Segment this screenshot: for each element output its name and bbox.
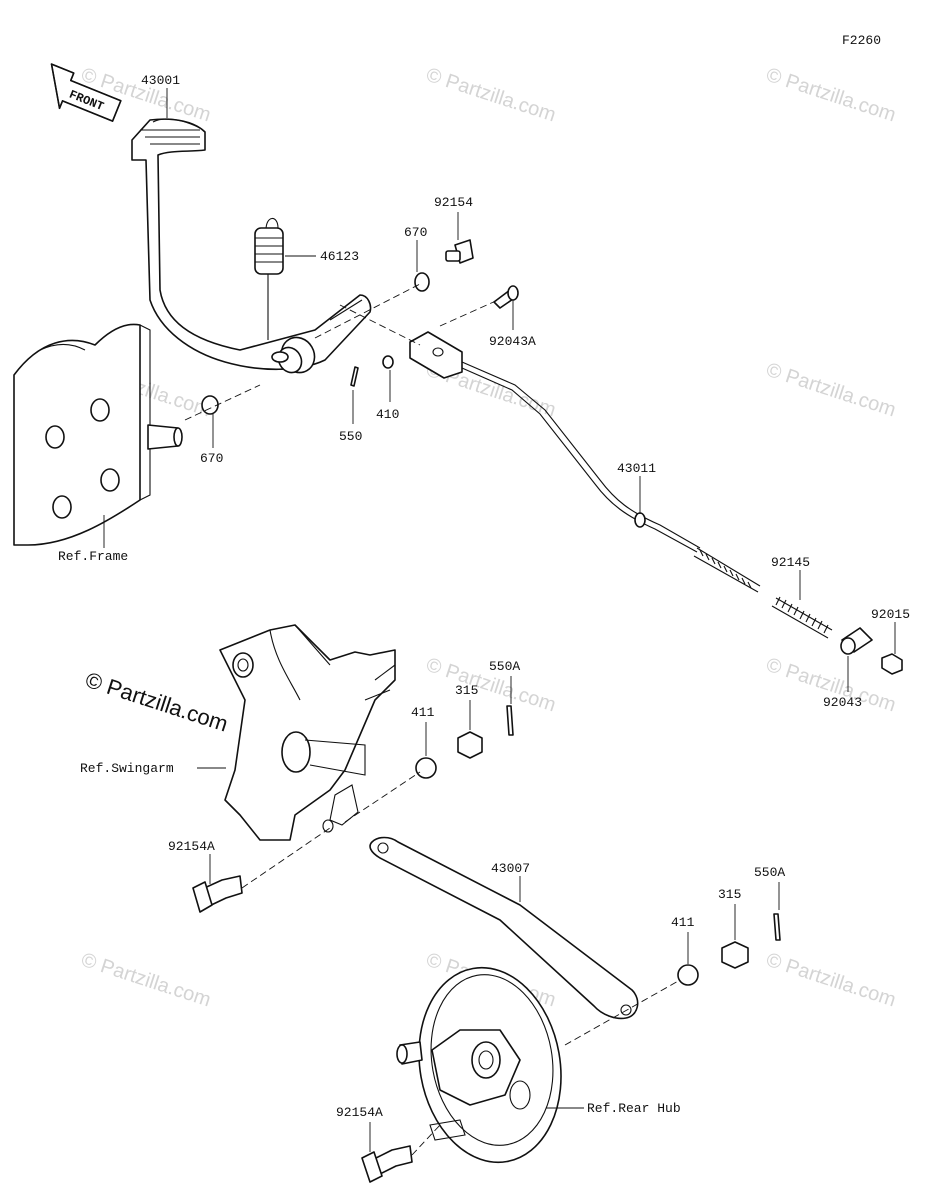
watermark: © Partzilla.com	[763, 949, 898, 1012]
part-label-46123: 46123	[320, 249, 359, 264]
brake-rod-43011	[409, 331, 761, 593]
bolt-92154A-bottom	[361, 1145, 413, 1183]
part-label-43011: 43011	[617, 461, 656, 476]
washer-670-left	[201, 395, 219, 415]
washer-411-top	[415, 757, 437, 779]
part-label-43001: 43001	[141, 73, 180, 88]
bolt-92154	[445, 239, 474, 264]
leader-lines	[103, 88, 896, 1152]
nut-92043	[840, 627, 873, 655]
watermark: © Partzilla.com	[763, 64, 898, 127]
part-label-92043: 92043	[823, 695, 862, 710]
cotter-pin-550	[350, 366, 359, 387]
part-label-92154: 92154	[434, 195, 473, 210]
bolt-92154A-top	[192, 875, 243, 913]
spring-92145	[771, 596, 833, 639]
part-label-92015: 92015	[871, 607, 910, 622]
ref-label-rear-hub: Ref.Rear Hub	[587, 1101, 681, 1116]
part-label-410: 410	[376, 407, 399, 422]
cotter-pin-550A-top	[506, 705, 514, 736]
part-label-550: 550	[339, 429, 362, 444]
part-label-670: 670	[404, 225, 427, 240]
part-label-92145: 92145	[771, 555, 810, 570]
part-label-670: 670	[200, 451, 223, 466]
pin-92043A	[493, 285, 519, 309]
spring-46123	[254, 217, 284, 340]
washer-411-bottom	[677, 964, 699, 986]
part-label-92154A: 92154A	[168, 839, 215, 854]
brake-pedal	[131, 118, 372, 374]
rear-hub-brake-panel	[396, 966, 562, 1164]
part-label-92154A: 92154A	[336, 1105, 383, 1120]
part-label-43007: 43007	[491, 861, 530, 876]
washer-670-right	[414, 272, 430, 292]
torque-link-43007	[369, 836, 639, 1020]
part-label-411: 411	[411, 705, 435, 720]
ref-label-swingarm: Ref.Swingarm	[80, 761, 174, 776]
watermark: © Partzilla.com	[78, 949, 213, 1012]
cotter-pin-550A-bottom	[773, 913, 781, 941]
part-label-315: 315	[455, 683, 478, 698]
washer-410	[382, 355, 394, 369]
nut-315-bottom	[721, 941, 749, 969]
frame-drawing	[13, 323, 183, 546]
ref-label-frame: Ref.Frame	[58, 549, 128, 564]
part-label-315: 315	[718, 887, 741, 902]
watermark: © Partzilla.com	[423, 64, 558, 127]
swingarm-drawing	[219, 624, 396, 841]
nut-315-top	[457, 731, 483, 759]
part-label-550A: 550A	[489, 659, 520, 674]
figure-code: F2260	[842, 33, 881, 48]
watermark: © Partzilla.com	[763, 359, 898, 422]
part-label-411: 411	[671, 915, 695, 930]
part-label-550A: 550A	[754, 865, 785, 880]
brand-watermark: © Partzilla.com	[82, 667, 231, 737]
part-label-92043A: 92043A	[489, 334, 536, 349]
nut-92015	[881, 653, 903, 675]
